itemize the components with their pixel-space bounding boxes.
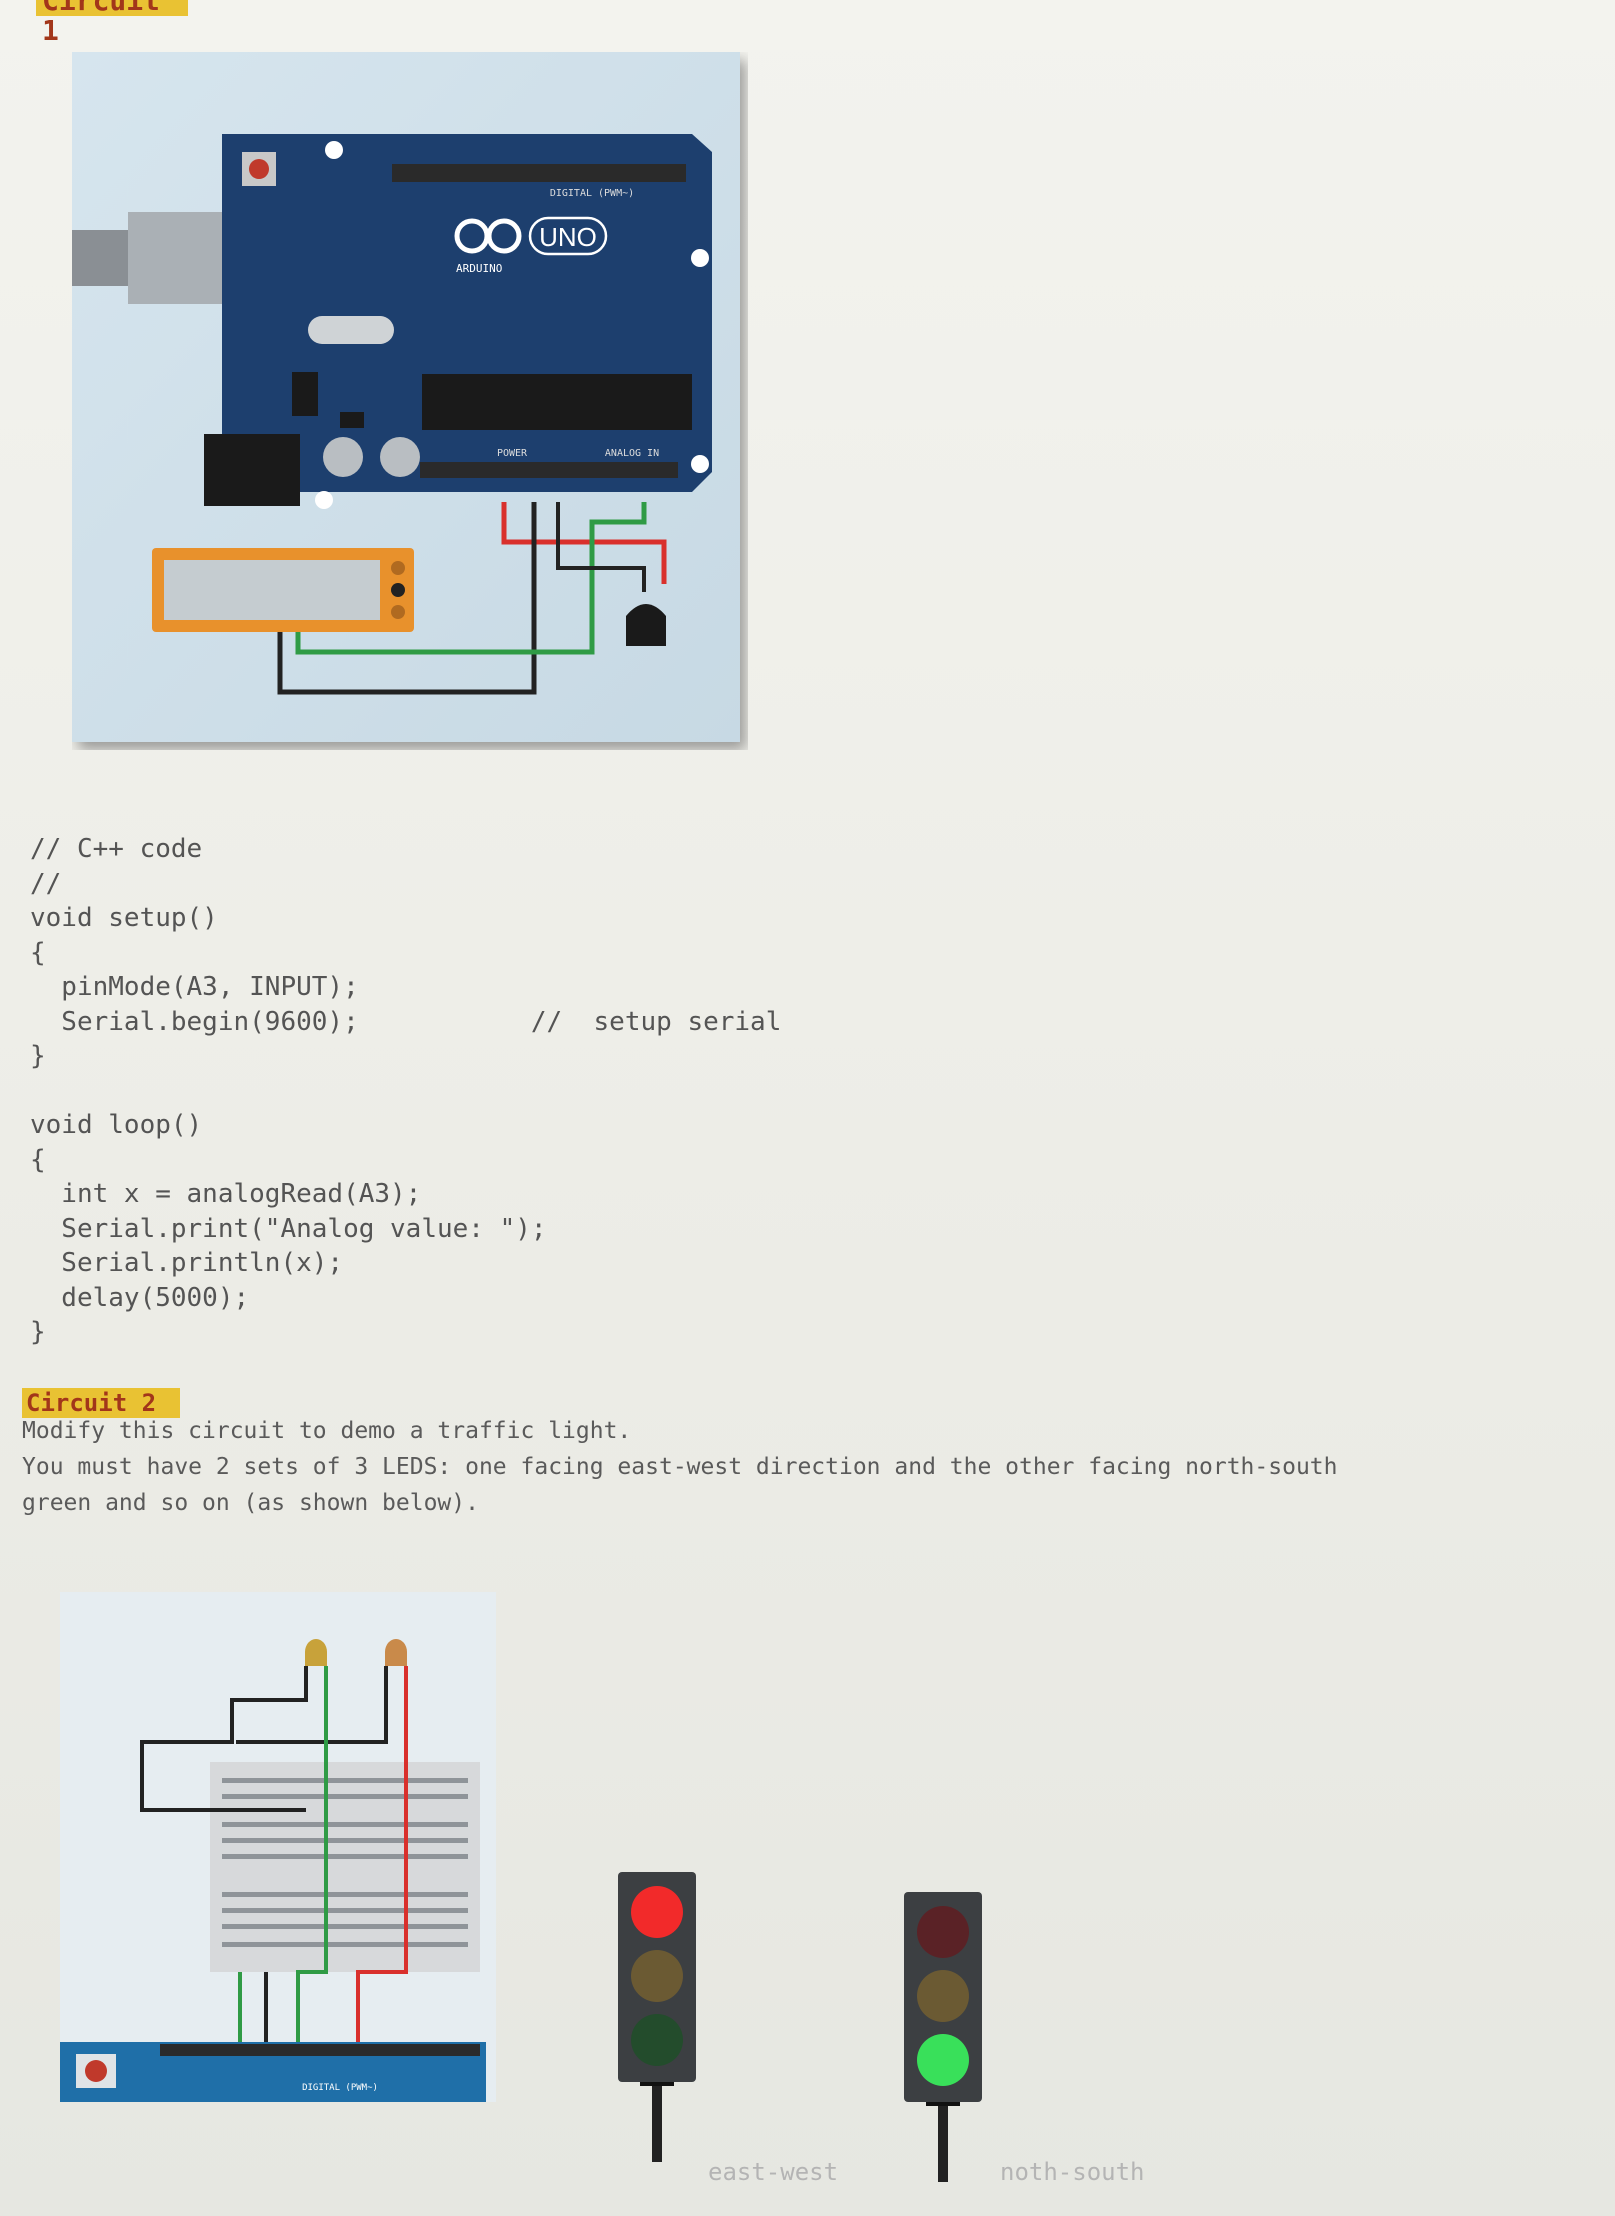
- wire-green: [296, 1666, 328, 2044]
- breadboard: [210, 1762, 480, 1972]
- circuit2-image: DIGITAL (PWM~): [60, 1592, 496, 2102]
- led-yellow: [305, 1639, 327, 1666]
- traffic-light-north-south: [898, 1892, 988, 2182]
- wire-black: [140, 1666, 308, 1812]
- reset-button: [249, 159, 269, 179]
- usb-plug: [72, 230, 128, 286]
- traffic-light-east-west: [612, 1872, 702, 2162]
- digital-header: [160, 2044, 480, 2056]
- microcontroller-chip: [422, 374, 692, 430]
- analog-header-label: ANALOG IN: [605, 448, 659, 459]
- east-west-caption: east-west: [708, 2158, 839, 2186]
- board-label: UNO: [539, 222, 597, 252]
- code-block: // C++ code // void setup() { pinMode(A3…: [30, 834, 782, 1347]
- digital-header: [392, 164, 686, 182]
- circuit2-instruction-line-2: You must have 2 sets of 3 LEDS: one faci…: [22, 1454, 1338, 1480]
- power-jack: [204, 434, 300, 506]
- yellow-lamp: [917, 1970, 969, 2022]
- north-south-caption: noth-south: [1000, 2158, 1145, 2186]
- green-lamp-lit: [917, 2034, 969, 2086]
- circuit2-heading: Circuit 2: [22, 1388, 180, 1418]
- circuit1-heading: Circuit 1: [36, 0, 188, 46]
- led-orange: [385, 1639, 407, 1666]
- wire-red: [356, 1666, 408, 2044]
- digital-header-label: DIGITAL (PWM~): [302, 2083, 378, 2093]
- wire-black: [277, 502, 537, 695]
- green-lamp: [631, 2014, 683, 2066]
- circuit2-instruction-line-1: Modify this circuit to demo a traffic li…: [22, 1418, 632, 1444]
- usb-port: [128, 212, 240, 304]
- red-lamp: [917, 1906, 969, 1958]
- power-analog-header: [420, 462, 678, 478]
- arduino-logo-icon: [454, 216, 608, 256]
- yellow-lamp: [631, 1950, 683, 2002]
- circuit2-instruction-line-3: green and so on (as shown below).: [22, 1490, 479, 1516]
- reset-button: [85, 2060, 107, 2082]
- power-header-label: POWER: [497, 448, 528, 459]
- temperature-sensor: [626, 604, 666, 646]
- wire-red: [501, 502, 667, 584]
- digital-header-label: DIGITAL (PWM~): [550, 188, 634, 199]
- brand-label: ARDUINO: [456, 262, 502, 275]
- wire-green: [295, 502, 647, 655]
- lcd-screen: [164, 560, 380, 620]
- red-lamp-lit: [631, 1886, 683, 1938]
- circuit1-image: UNO ARDUINO DIGITAL (PWM~) POWER ANALOG …: [72, 52, 748, 750]
